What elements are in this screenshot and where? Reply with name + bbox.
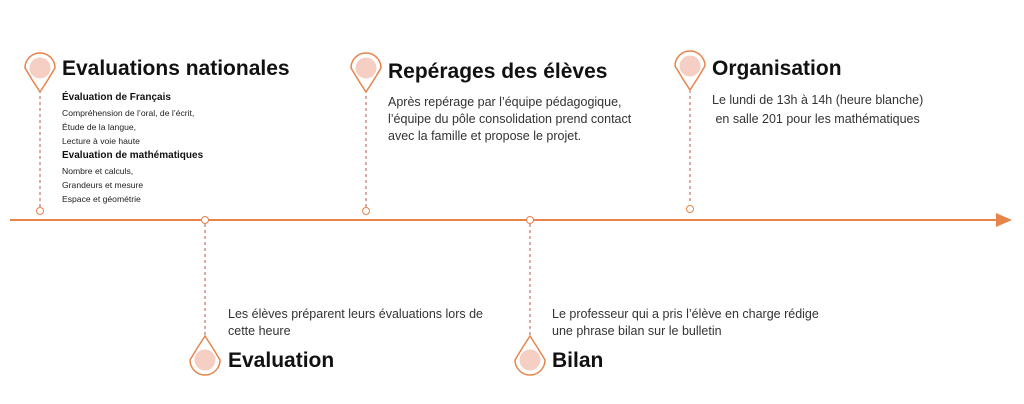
organisation-line: en salle 201 pour les mathématiques — [712, 112, 920, 126]
maths-item: Grandeurs et mesure — [62, 180, 144, 190]
milestone-body-organisation: Le lundi de 13h à 14h (heure blanche) en… — [712, 91, 923, 129]
maths-heading: Evaluation de mathématiques — [62, 150, 204, 161]
francais-item: Lecture à voie haute — [62, 136, 140, 146]
milestone-title-bilan: Bilan — [552, 349, 604, 372]
milestone-body-bilan: Le professeur qui a pris l’élève en char… — [552, 306, 819, 340]
organisation-line: Le lundi de 13h à 14h (heure blanche) — [712, 93, 924, 107]
reperages-line: l’équipe du pôle consolidation prend con… — [388, 112, 632, 126]
reperages-line: avec la famille et propose le projet. — [388, 129, 582, 143]
francais-item: Compréhension de l’oral, de l’écrit, — [62, 108, 195, 118]
milestone-body-evaluation: Les élèves préparent leurs évaluations l… — [228, 306, 483, 340]
axis-marker-organisation — [686, 205, 694, 213]
milestone-title-evaluation: Evaluation — [228, 349, 335, 372]
maths-item: Nombre et calculs, — [62, 166, 134, 176]
bilan-line: une phrase bilan sur le bulletin — [552, 324, 722, 338]
pin-icon-evaluations-nationales — [24, 52, 56, 94]
francais-heading: Évaluation de Français — [62, 92, 171, 103]
milestone-body-evaluations-nationales: Évaluation de Français Compréhension de … — [62, 90, 203, 206]
axis-marker-evaluation — [201, 216, 209, 224]
milestone-title-evaluations-nationales: Evaluations nationales — [62, 57, 290, 80]
milestone-body-reperages: Après repérage par l’équipe pédagogique,… — [388, 94, 631, 145]
francais-item: Étude de la langue, — [62, 122, 137, 132]
evaluation-line: cette heure — [228, 324, 291, 338]
maths-item: Espace et géométrie — [62, 194, 141, 204]
pin-icon-organisation — [674, 50, 706, 92]
milestone-title-reperages: Repérages des élèves — [388, 60, 608, 83]
reperages-line: Après repérage par l’équipe pédagogique, — [388, 95, 622, 109]
milestone-title-organisation: Organisation — [712, 57, 842, 80]
axis-marker-evaluations-nationales — [36, 207, 44, 215]
pin-icon-bilan — [514, 334, 546, 376]
pin-icon-reperages — [350, 52, 382, 94]
bilan-line: Le professeur qui a pris l’élève en char… — [552, 307, 819, 321]
timeline-arrowhead — [996, 213, 1012, 227]
evaluation-line: Les élèves préparent leurs évaluations l… — [228, 307, 484, 321]
axis-marker-bilan — [526, 216, 534, 224]
pin-icon-evaluation — [189, 334, 221, 376]
axis-marker-reperages — [362, 207, 370, 215]
